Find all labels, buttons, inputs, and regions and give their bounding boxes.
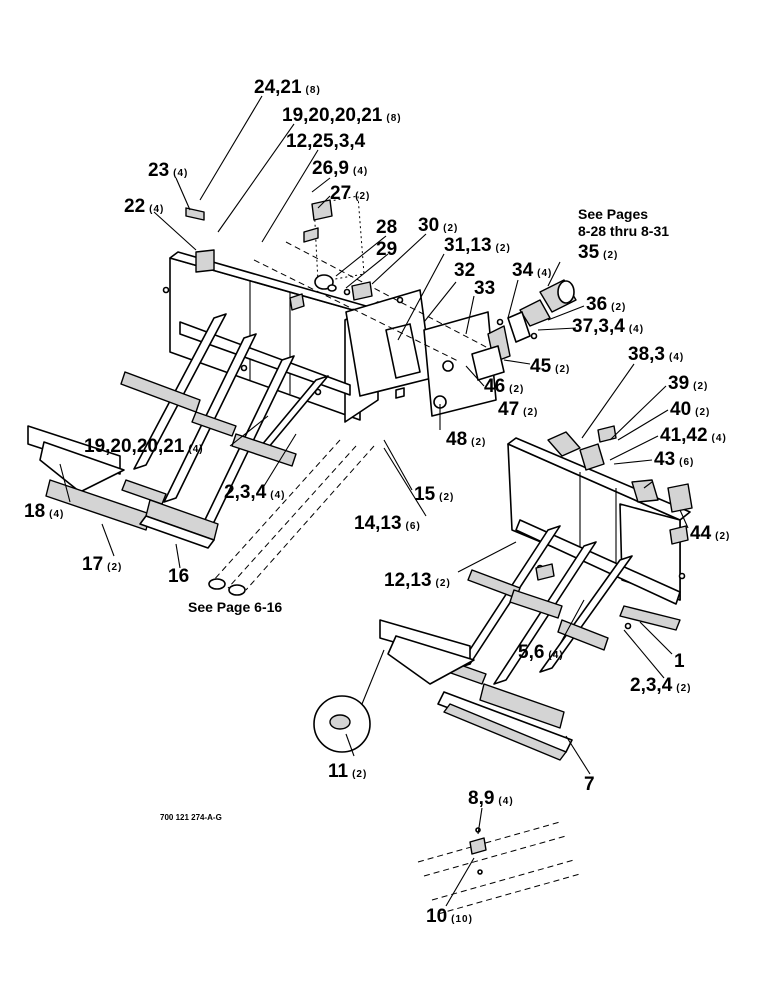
callout-12-25-3-4: 12,25,3,4 (286, 131, 366, 152)
callout-41-42: 41,42(4) (660, 425, 727, 446)
see-page-6-16-note: See Page 6-16 (188, 599, 282, 615)
callout-10: 10(10) (426, 906, 473, 927)
callout-8-9: 8,9(4) (468, 788, 514, 809)
drawing-number: 700 121 274-A-G (160, 813, 222, 822)
callout-47: 47(2) (498, 399, 538, 420)
callout-24-21: 24,21(8) (254, 77, 321, 98)
callout-2-3-4-left: 2,3,4(4) (224, 482, 286, 503)
callout-45: 45(2) (530, 356, 570, 377)
callout-31-13: 31,13(2) (444, 235, 511, 256)
callout-28: 28 (376, 217, 397, 238)
callout-40: 40(2) (670, 399, 710, 420)
detail-bolt-callout (417, 821, 581, 915)
right-pan-assembly (379, 425, 693, 761)
callout-38-3: 38,3(4) (628, 344, 684, 365)
callout-33: 33 (474, 278, 495, 299)
callout-30: 30(2) (418, 215, 458, 236)
callout-7: 7 (584, 774, 595, 795)
callout-12-13: 12,13(2) (384, 570, 451, 591)
callout-35: 35(2) (578, 242, 618, 263)
callout-32: 32 (454, 260, 475, 281)
callout-26-9: 26,9(4) (312, 158, 368, 179)
see-pages-note-line2: 8-28 thru 8-31 (578, 223, 669, 239)
callout-34: 34(4) (512, 260, 552, 281)
callout-22: 22(4) (124, 196, 164, 217)
callout-17: 17(2) (82, 554, 122, 575)
callout-37-3-4: 37,3,4(4) (572, 316, 644, 337)
callout-1: 1 (674, 651, 685, 672)
callout-46: 46(2) (484, 376, 524, 397)
see-pages-note-line1: See Pages (578, 206, 648, 222)
callout-19-20-20-21-top: 19,20,20,21(8) (282, 105, 402, 126)
callouts: 24,21(8) 19,20,20,21(8) 12,25,3,4 26,9(4… (24, 77, 730, 927)
driveshaft (208, 439, 375, 596)
callout-44: 44(2) (690, 523, 730, 544)
callout-18: 18(4) (24, 501, 64, 522)
hydraulic-motor (471, 279, 577, 381)
callout-36: 36(2) (586, 294, 626, 315)
callout-5-6: 5,6(4) (518, 642, 564, 663)
callout-16: 16 (168, 566, 189, 587)
callout-48: 48(2) (446, 429, 486, 450)
left-pan-assembly (27, 207, 379, 549)
callout-14-13: 14,13(6) (354, 513, 421, 534)
callout-23: 23(4) (148, 160, 188, 181)
callout-27: 27(2) (330, 183, 370, 204)
detail-roller-callout (313, 649, 385, 753)
callout-11: 11(2) (328, 761, 367, 782)
hydraulic-bracket (303, 195, 404, 304)
callout-43: 43(6) (654, 449, 694, 470)
callout-39: 39(2) (668, 373, 708, 394)
callout-29: 29 (376, 239, 397, 260)
callout-15: 15(2) (414, 484, 454, 505)
callout-2-3-4-right: 2,3,4(2) (630, 675, 692, 696)
leader-lines (59, 95, 689, 907)
callout-19-20-20-21-left: 19,20,20,21(4) (84, 436, 204, 457)
